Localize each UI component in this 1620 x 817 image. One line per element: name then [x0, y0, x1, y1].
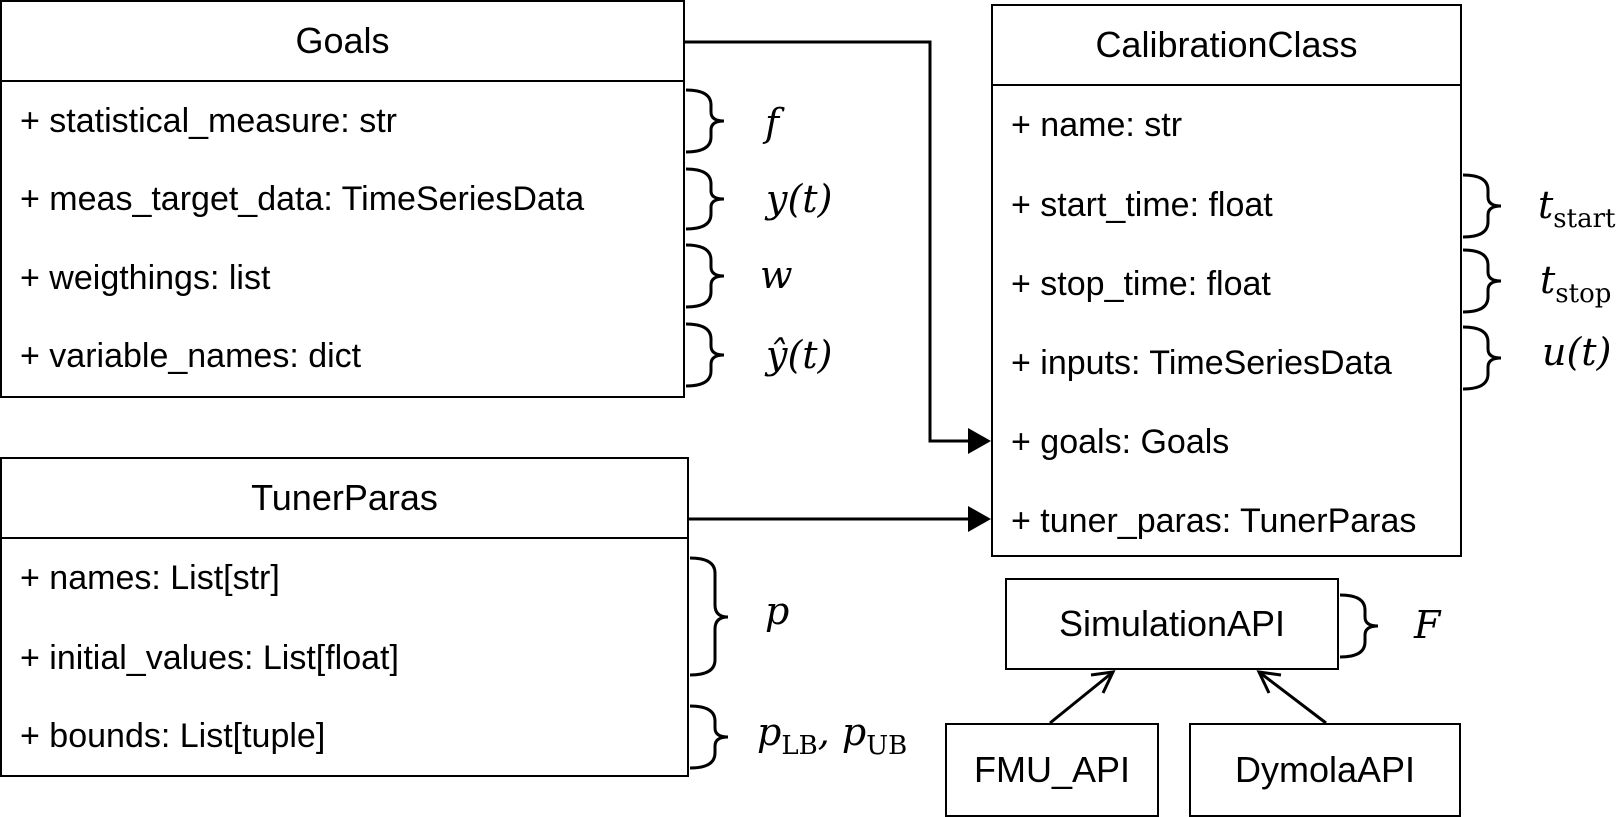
brace-tstart-icon — [1462, 173, 1502, 239]
symbol-tstart-sub: start — [1553, 204, 1616, 234]
brace-tstop-icon — [1462, 248, 1502, 314]
tunerparas-attr-bounds: + bounds: List[tuple] — [20, 717, 326, 755]
symbol-p-lb: p — [757, 710, 781, 754]
dymolaapi-box: DymolaAPI — [1189, 723, 1461, 817]
goals-attr-meas-target-data: + meas_target_data: TimeSeriesData — [20, 180, 585, 218]
goals-attr-variable-names: + variable_names: dict — [20, 337, 362, 375]
tunerparas-attr-names: + names: List[str] — [20, 559, 280, 597]
goals-class-box: Goals + statistical_measure: str + meas_… — [0, 0, 685, 398]
symbol-w: w — [760, 253, 793, 297]
brace-yhat-icon — [685, 322, 725, 388]
brace-p-icon — [689, 556, 729, 677]
calibrationclass-title: CalibrationClass — [993, 6, 1460, 86]
symbol-tstop: tstop — [1540, 258, 1611, 309]
goals-to-calibration-connector — [685, 40, 985, 443]
tuner-arrowhead — [968, 506, 991, 532]
symbol-p-sep: , — [818, 710, 842, 754]
calib-attr-goals: + goals: Goals — [1011, 423, 1230, 461]
tunerparas-class-title: TunerParas — [2, 459, 687, 539]
brace-y-icon — [685, 167, 725, 231]
brace-F-icon — [1339, 593, 1379, 659]
symbol-p-ub-sub: UB — [866, 731, 907, 761]
symbol-p-ub: p — [842, 710, 866, 754]
brace-u-icon — [1462, 325, 1502, 391]
fmu-inheritance-line — [1049, 670, 1114, 725]
goals-arrowhead — [968, 428, 991, 454]
brace-bounds-icon — [689, 704, 729, 770]
goals-class-title: Goals — [2, 2, 683, 82]
calib-attr-start-time: + start_time: float — [1011, 186, 1273, 224]
symbol-tstart: tstart — [1538, 183, 1616, 234]
dymolaapi-title: DymolaAPI — [1234, 749, 1416, 790]
simulationapi-title: SimulationAPI — [1058, 603, 1286, 644]
symbol-f: f — [762, 101, 785, 145]
symbol-F: F — [1413, 603, 1442, 647]
dymola-inheritance-arrowhead — [1256, 670, 1282, 694]
calib-attr-tuner-paras: + tuner_paras: TunerParas — [1011, 502, 1417, 540]
brace-f-icon — [685, 88, 725, 154]
symbol-p: p — [765, 589, 789, 633]
calib-attr-stop-time: + stop_time: float — [1011, 265, 1271, 303]
symbol-p-bounds: pLB, pUB — [757, 710, 907, 761]
calib-attr-name: + name: str — [1011, 106, 1183, 144]
symbol-y: y(t) — [764, 177, 832, 221]
fmu-inheritance-arrowhead — [1090, 670, 1116, 694]
calib-attr-inputs: + inputs: TimeSeriesData — [1011, 344, 1392, 382]
symbol-yhat: ŷ(t) — [764, 333, 832, 377]
brace-w-icon — [685, 243, 725, 309]
symbol-tstop-base: t — [1540, 258, 1556, 302]
symbol-tstop-sub: stop — [1555, 279, 1611, 309]
dymola-inheritance-line — [1258, 670, 1327, 725]
fmu-api-title: FMU_API — [973, 749, 1131, 790]
tunerparas-class-box: TunerParas + names: List[str] + initial_… — [0, 457, 689, 777]
goals-attr-statistical-measure: + statistical_measure: str — [20, 102, 397, 140]
fmu-api-box: FMU_API — [945, 723, 1159, 817]
calibrationclass-box: CalibrationClass + name: str + start_tim… — [991, 4, 1462, 557]
symbol-tstart-base: t — [1538, 183, 1554, 227]
goals-attr-weigthings: + weigthings: list — [20, 259, 271, 297]
symbol-u: u(t) — [1542, 330, 1611, 374]
symbol-p-lb-sub: LB — [781, 731, 817, 761]
simulationapi-box: SimulationAPI — [1005, 578, 1339, 670]
tunerparas-attr-initial-values: + initial_values: List[float] — [20, 639, 399, 677]
